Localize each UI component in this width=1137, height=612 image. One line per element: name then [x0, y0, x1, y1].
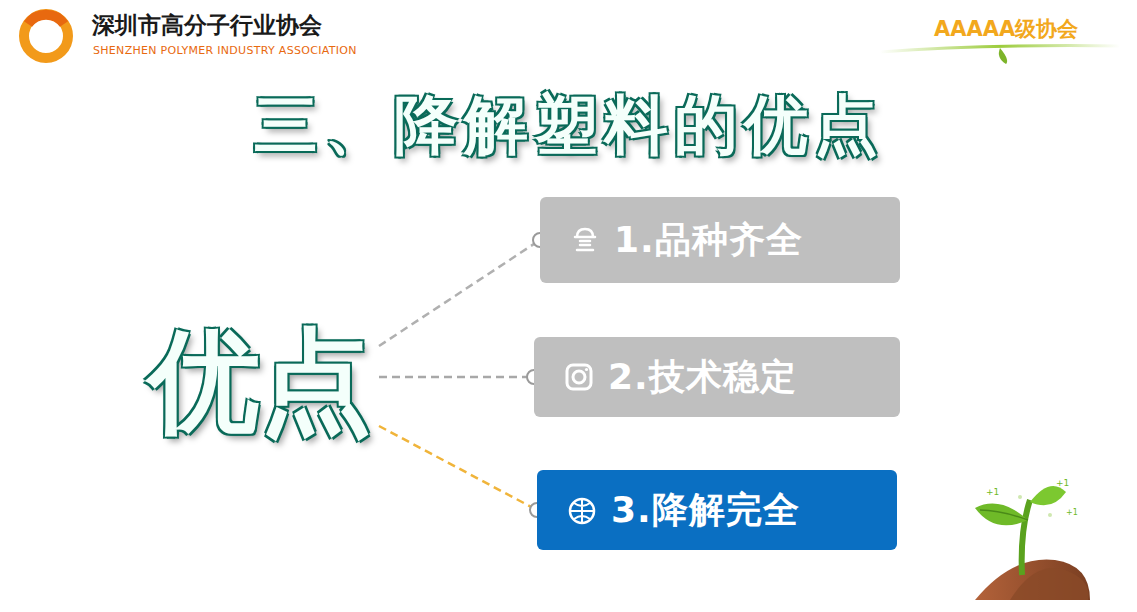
keyword-heading: 优点 [135, 316, 385, 446]
dashed-connector [379, 426, 544, 517]
box-label: 3.降解完全 [611, 486, 800, 535]
feature-box: 3.降解完全 [537, 470, 897, 550]
dashed-connector [379, 370, 541, 384]
plus-one: +1 [986, 487, 999, 497]
box-icon [568, 223, 602, 257]
slide-title: 三、降解塑料的优点 [0, 82, 1137, 169]
box-icon [565, 493, 599, 527]
keyword-text: 优点 [148, 325, 372, 437]
leaf [999, 48, 1007, 64]
rating-badge: AAAAA级协会 [934, 15, 1078, 43]
feature-box: 1.品种齐全 [540, 197, 900, 283]
feature-box: 2.技术稳定 [534, 337, 900, 417]
plus-one: +1 [1056, 478, 1069, 488]
org-name-en: SHENZHEN POLYMER INDUSTRY ASSOCIATION [93, 44, 357, 57]
box-icon [562, 360, 596, 394]
logo-ring [24, 14, 68, 58]
plant-illustration [975, 486, 1090, 600]
box-label: 2.技术稳定 [608, 353, 797, 402]
org-name: 深圳市高分子行业协会 [92, 10, 322, 41]
box-label: 1.品种齐全 [614, 216, 803, 265]
plus-one: +1 [1066, 508, 1078, 517]
dashed-connector [379, 233, 547, 346]
